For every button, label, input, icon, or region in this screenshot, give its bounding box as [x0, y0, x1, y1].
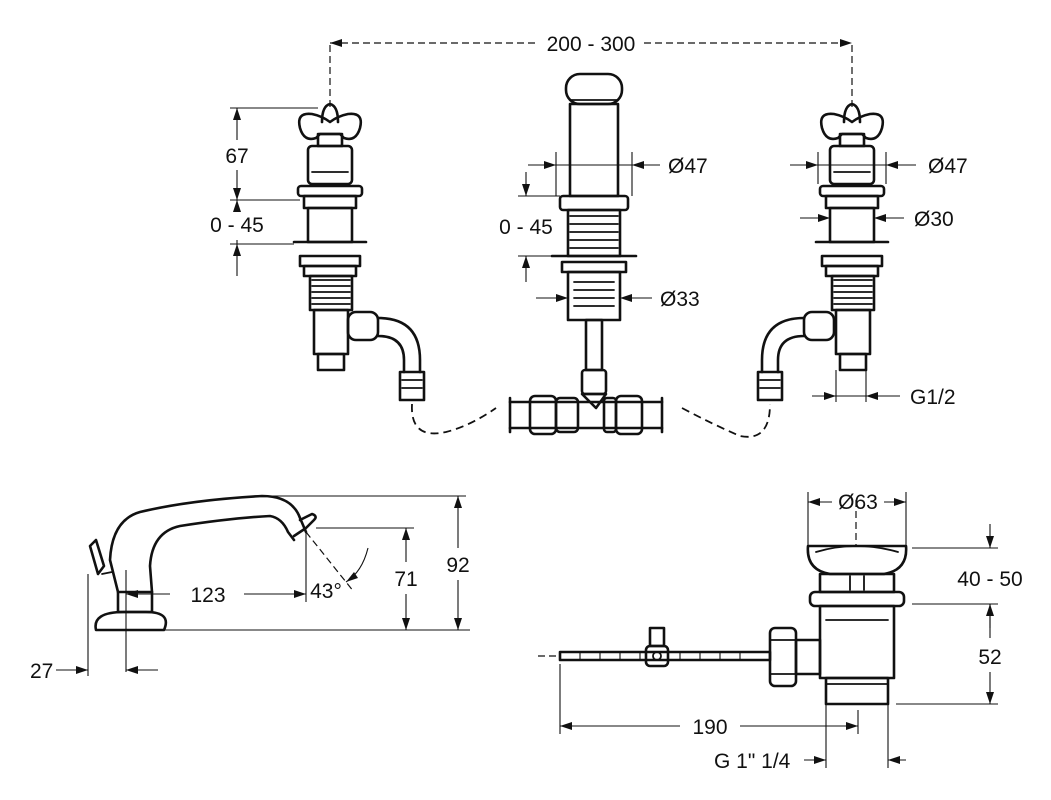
- label-thread: G1/2: [910, 386, 956, 409]
- tee-connector: [508, 392, 664, 436]
- centre-spout-body: [550, 72, 638, 396]
- label-spout-angle: 43°: [310, 580, 342, 603]
- dimension-thread: G1/2: [812, 370, 956, 409]
- dimension-handle-height: 67: [225, 107, 318, 201]
- label-waste-body: 52: [978, 646, 1001, 669]
- right-valve: [756, 45, 890, 402]
- label-spout-reach: 123: [190, 584, 225, 607]
- label-spout-outlet-height: 71: [394, 568, 417, 591]
- label-waste-head: Ø63: [838, 491, 878, 514]
- dimension-waste-thread: G 1" 1/4: [714, 704, 906, 773]
- label-spout-dia: Ø47: [668, 155, 708, 178]
- label-valve-dia: Ø47: [928, 155, 968, 178]
- dimension-deck-left: 0 - 45: [210, 200, 294, 276]
- label-waste-range: 40 - 50: [957, 568, 1022, 591]
- dimension-spout-shank: Ø33: [536, 288, 700, 311]
- dimension-spout-total-height: 92: [266, 495, 470, 630]
- dimension-waste-body: 52: [896, 604, 1002, 705]
- dimension-spout-reach: 123 43°: [125, 532, 342, 672]
- dimension-deck-center: 0 - 45: [499, 172, 560, 282]
- dimension-spout-dia: Ø47: [528, 152, 708, 196]
- pop-up-waste: [538, 500, 908, 706]
- label-handle-height: 67: [225, 145, 248, 168]
- label-centers: 200 - 300: [547, 33, 636, 56]
- dimension-waste-rod: 190: [559, 664, 859, 739]
- dimension-waste-range: 40 - 50: [912, 524, 1023, 628]
- label-valve-stem: Ø30: [914, 208, 954, 231]
- label-waste-thread: G 1" 1/4: [714, 750, 791, 773]
- dimension-valve-dia: Ø47: [790, 152, 968, 184]
- label-deck-left: 0 - 45: [210, 214, 264, 237]
- left-valve: [292, 45, 426, 402]
- label-deck-center: 0 - 45: [499, 216, 553, 239]
- dimension-spout-outlet-height: 71: [164, 527, 470, 631]
- label-spout-shank: Ø33: [660, 288, 700, 311]
- hose-right: [681, 403, 771, 438]
- dimension-waste-head: Ø63: [807, 491, 907, 546]
- dimension-valve-stem: Ø30: [800, 208, 954, 231]
- label-spout-total-height: 92: [446, 554, 469, 577]
- hose-left: [411, 403, 497, 435]
- spout-side-view: [88, 494, 369, 632]
- dimension-centers: 200 - 300: [330, 33, 852, 56]
- dimension-spout-base: 27: [30, 574, 158, 683]
- label-spout-base: 27: [30, 660, 53, 683]
- label-waste-rod: 190: [692, 716, 727, 739]
